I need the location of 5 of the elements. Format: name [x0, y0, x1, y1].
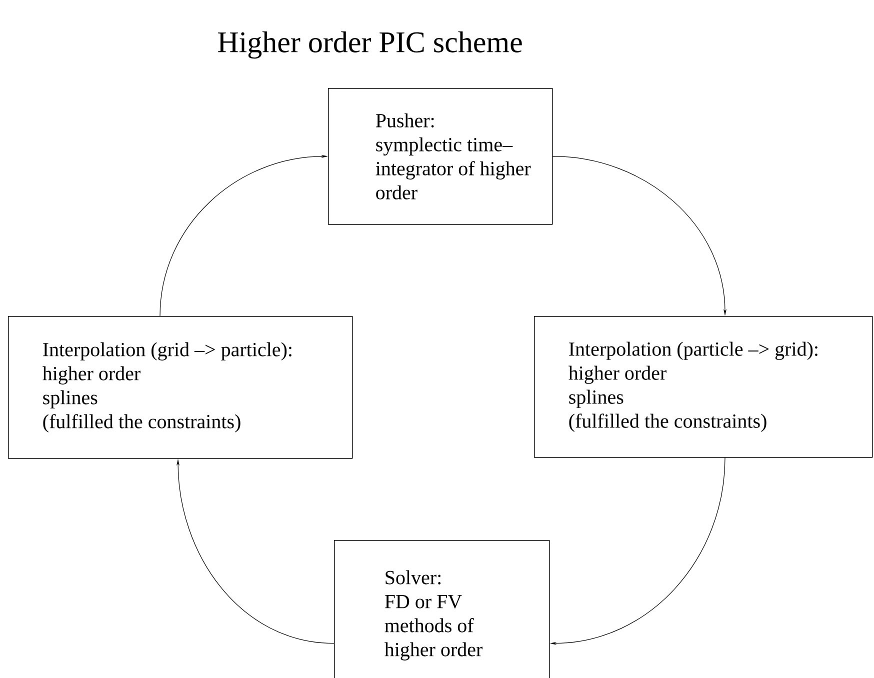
process-box: Interpolation (particle –> grid): higher order splines (fulfilled the constraints) [534, 316, 873, 458]
process-box: Pusher: symplectic time– integrator of higher order [328, 88, 553, 225]
title: Higher order PIC scheme [218, 31, 522, 59]
process-box: Interpolation (grid –> particle): higher order splines (fulfilled the constraints) [8, 316, 353, 459]
process-box: Solver: FD or FV methods of higher order [334, 540, 550, 678]
